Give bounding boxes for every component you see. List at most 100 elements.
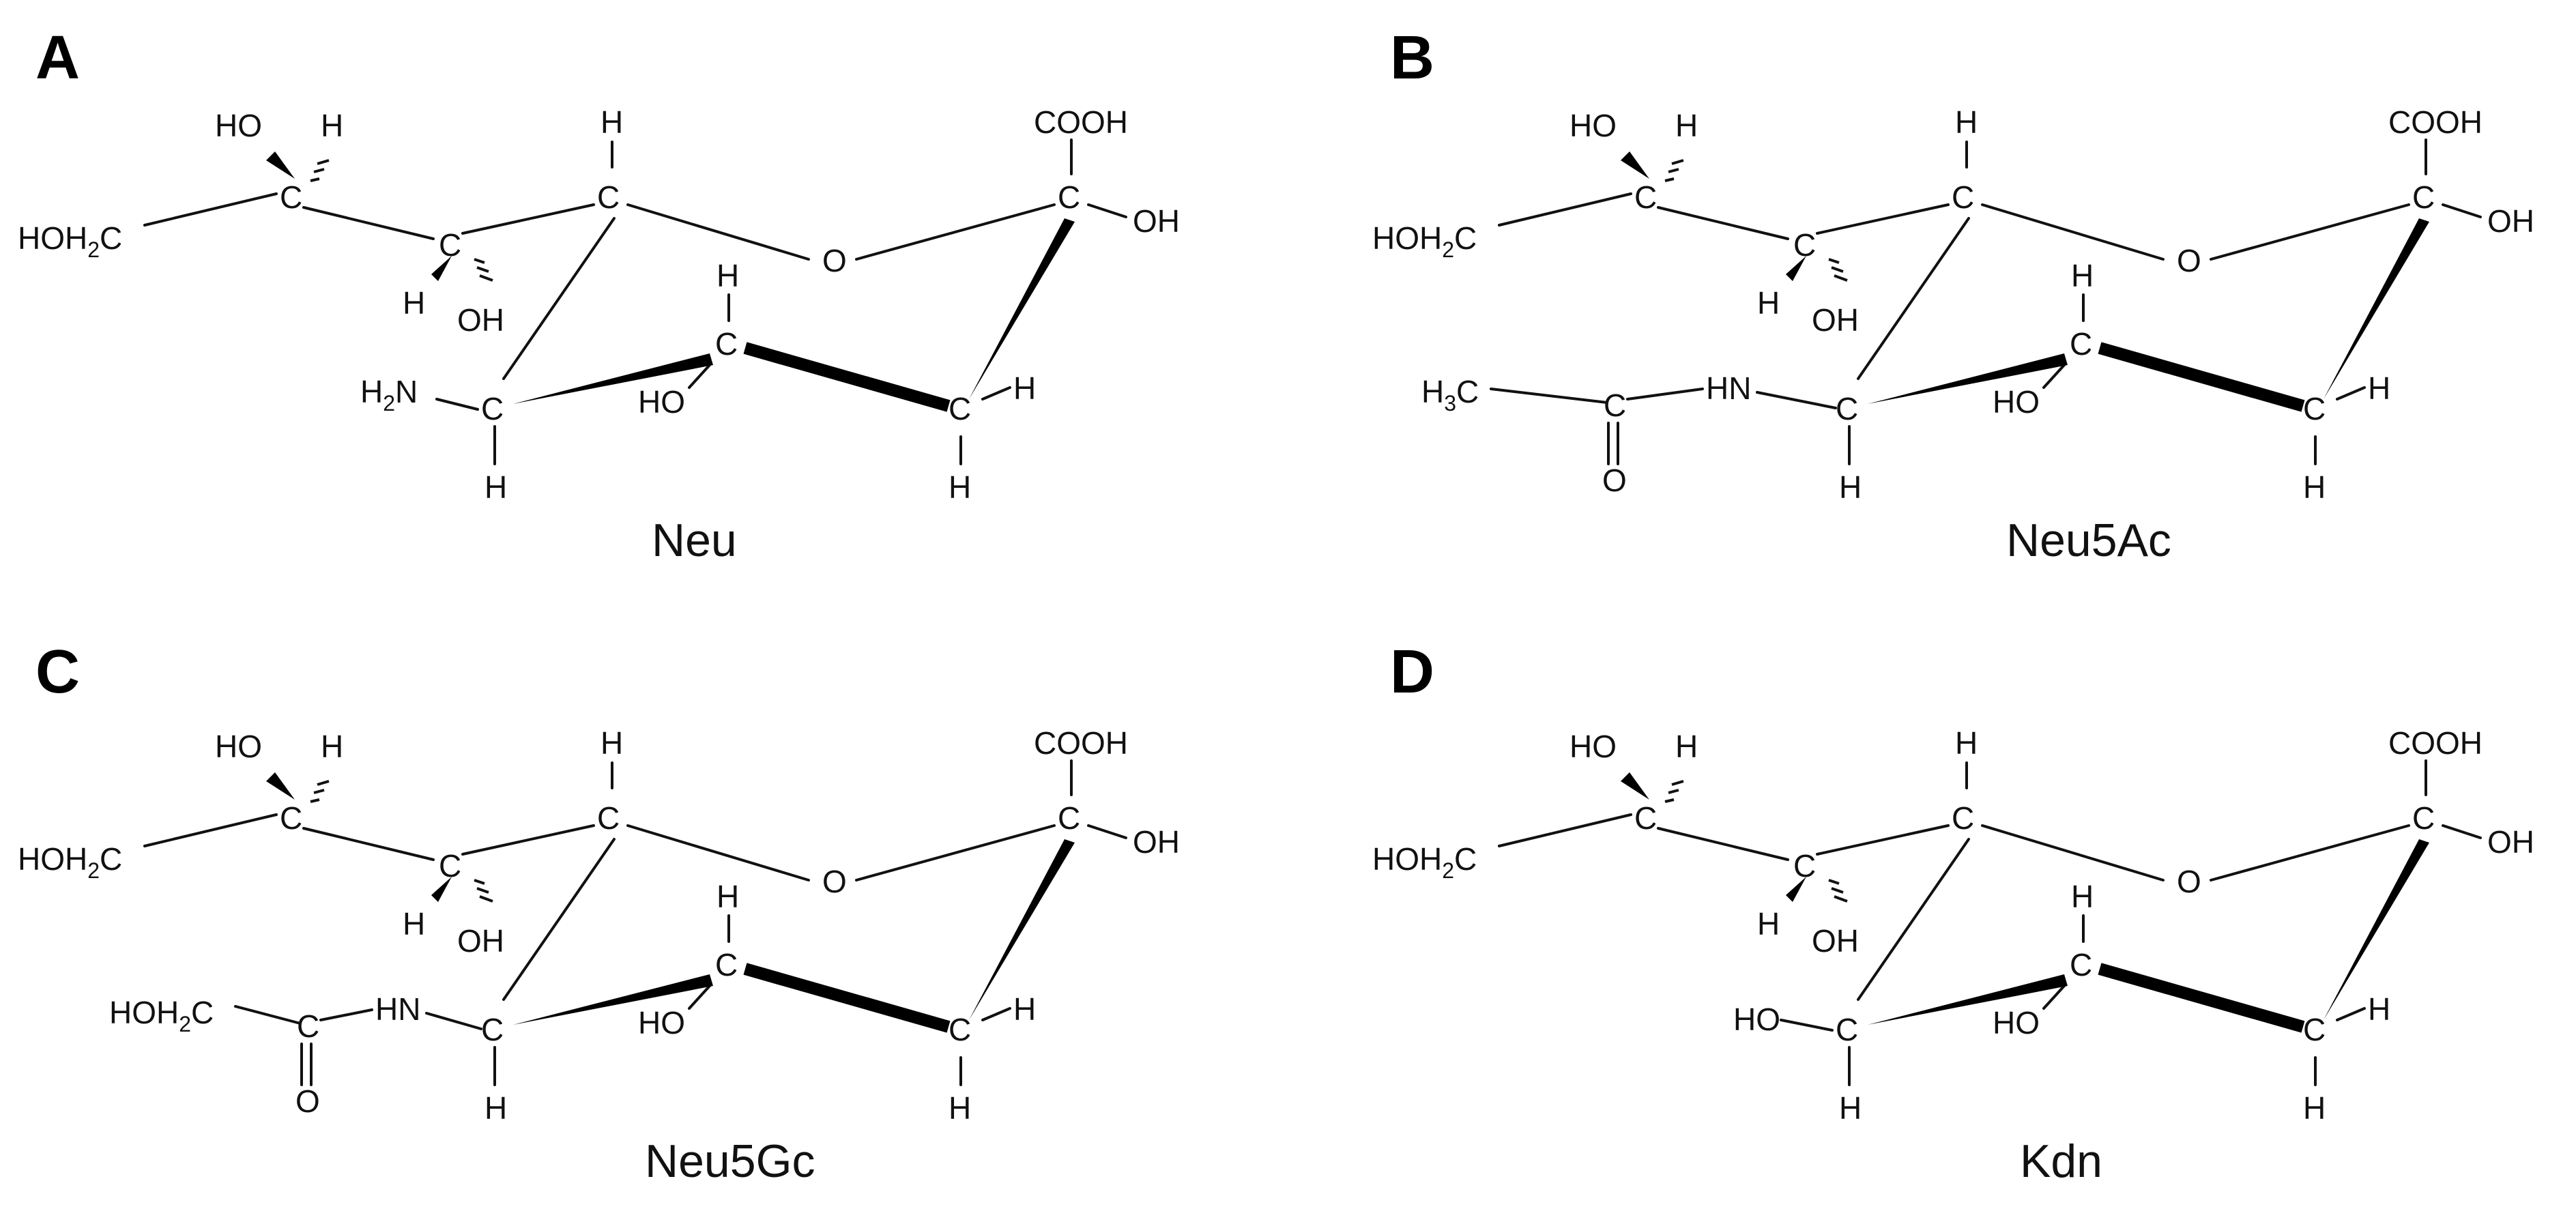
atom-label: H <box>2071 879 2094 914</box>
bond <box>688 985 711 1010</box>
atom-label: OH <box>2487 824 2534 860</box>
atom-label: O <box>295 1083 320 1119</box>
atom-label: HO <box>1569 729 1617 764</box>
atom-label-part: H <box>360 374 383 409</box>
atom-label: H <box>1675 108 1698 143</box>
atom-label: C <box>1058 800 1080 836</box>
atom-label: H <box>484 1090 507 1126</box>
atom-label: C <box>1952 800 1974 836</box>
atom-label: H <box>1013 370 1036 406</box>
atom-label: C <box>597 800 620 836</box>
bond <box>435 398 479 411</box>
atom-label: HO <box>1733 1002 1780 1037</box>
bond <box>1981 203 2165 261</box>
atom-label: C <box>280 800 302 836</box>
atom-label: C <box>1634 800 1657 836</box>
bond <box>502 838 616 1001</box>
atom-label: HN <box>375 991 420 1027</box>
atom-subscript: 2 <box>1442 858 1454 883</box>
atom-subscript: 2 <box>87 858 100 883</box>
atom-label: HOH2C <box>1372 220 1477 262</box>
atom-label: COOH <box>1034 725 1128 761</box>
bond <box>2336 1007 2366 1021</box>
bond <box>2324 839 2429 1020</box>
bond <box>2442 824 2482 839</box>
atom-label: C <box>1793 227 1816 263</box>
bond <box>1626 388 1704 400</box>
atom-label-part: HOH <box>18 220 87 256</box>
atom-label: C <box>949 1012 971 1047</box>
bond <box>513 353 713 404</box>
panel-caption: Neu5Ac <box>2006 514 2171 566</box>
atom-label: C <box>597 179 620 215</box>
bond <box>969 839 1075 1020</box>
atom-label: H <box>949 469 971 505</box>
atom-label-part: HOH <box>1372 220 1442 256</box>
bond <box>2324 218 2429 399</box>
atom-label: HO <box>215 108 262 143</box>
bond <box>266 772 295 800</box>
atom-label: H <box>2303 1090 2326 1126</box>
bond <box>1664 159 1848 282</box>
atom-label-part: HOH <box>1372 841 1442 877</box>
bond <box>2042 364 2066 389</box>
bond <box>431 256 452 281</box>
atom-label-part: H <box>1421 374 1444 409</box>
panel-a: A HO H HOH2C C C <box>18 24 1180 566</box>
atom-label: H2N <box>360 374 418 416</box>
atom-label: HN <box>1706 370 1751 406</box>
atom-label: OH <box>2487 203 2534 239</box>
bond <box>2098 963 2305 1033</box>
bond <box>969 218 1075 399</box>
atom-label: H <box>2368 991 2390 1027</box>
bond <box>1780 1019 1834 1032</box>
panel-c: C HO H HO <box>18 638 1180 1187</box>
atom-label: COOH <box>2388 725 2483 761</box>
atom-label: H <box>1675 729 1698 764</box>
atom-label: H <box>600 725 623 761</box>
bond <box>2210 203 2410 261</box>
atom-label: H <box>949 1090 971 1126</box>
atom-label: C <box>1952 179 1974 215</box>
bond <box>2210 824 2410 882</box>
atom-label: O <box>822 243 847 278</box>
bond <box>1498 192 1632 227</box>
atom-subscript: 2 <box>383 391 395 416</box>
panel-label: B <box>1390 24 1434 92</box>
atom-label: HO <box>638 1005 685 1040</box>
atom-label: O <box>822 864 847 899</box>
atom-label-part: C <box>1454 841 1477 877</box>
atom-label: OH <box>457 302 504 338</box>
bond <box>1498 813 1632 847</box>
atom-label: H <box>1757 285 1780 321</box>
atom-label: C <box>1836 391 1858 426</box>
atom-label: HOH2C <box>18 841 122 883</box>
bond <box>626 203 810 261</box>
atom-label: C <box>2070 947 2092 982</box>
atom-label: COOH <box>1034 104 1128 140</box>
bond <box>1816 824 1950 856</box>
atom-label: HO <box>215 729 262 764</box>
bond <box>425 1012 482 1030</box>
atom-label: H <box>600 104 623 140</box>
atom-label: C <box>481 1012 504 1047</box>
bond <box>461 824 595 856</box>
bond <box>1657 827 1789 861</box>
panel-label: A <box>35 24 80 92</box>
atom-label-part: C <box>1456 374 1479 409</box>
atom-label-part: C <box>100 841 122 877</box>
atom-label: H <box>2303 469 2326 505</box>
atom-label: O <box>2177 864 2201 899</box>
atom-label: OH <box>457 923 504 959</box>
atom-label: OH <box>1812 302 1859 338</box>
bond <box>1657 206 1789 240</box>
bond <box>266 151 295 179</box>
bond <box>1786 256 1806 281</box>
bond <box>1981 824 2165 882</box>
panel-caption: Neu5Gc <box>645 1135 815 1187</box>
atom-label: C <box>1836 1012 1858 1047</box>
atom-label: C <box>1793 848 1816 884</box>
atom-label: C <box>481 391 504 426</box>
bond <box>1664 780 1848 903</box>
